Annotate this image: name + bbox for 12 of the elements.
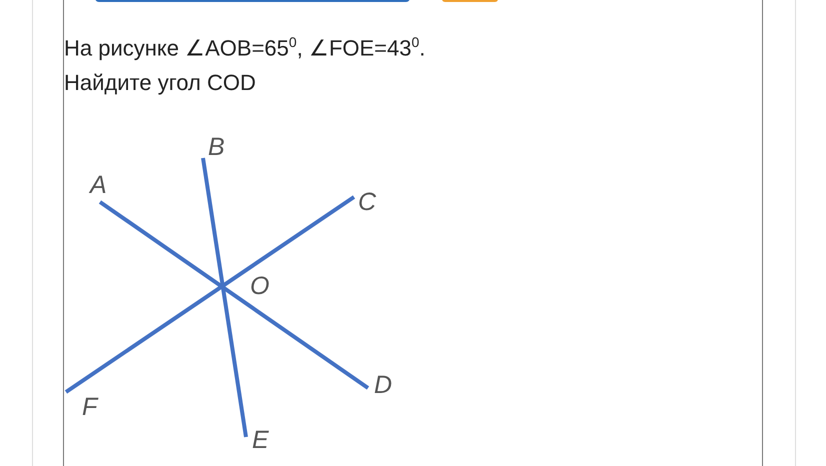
point-label: F [82,394,98,420]
point-label: C [358,189,376,215]
point-label: O [250,273,270,299]
point-label: E [252,427,269,453]
point-label: A [90,172,107,198]
line [64,195,356,394]
line [98,200,370,390]
task-text: На рисунке ∠AOB=65$^{0}$, ∠FOE=43$^{0}$. [64,33,426,62]
point-label: D [374,372,392,398]
task-text: Найдите угол COD [64,70,256,96]
point-label: B [208,134,225,160]
line [201,158,248,438]
